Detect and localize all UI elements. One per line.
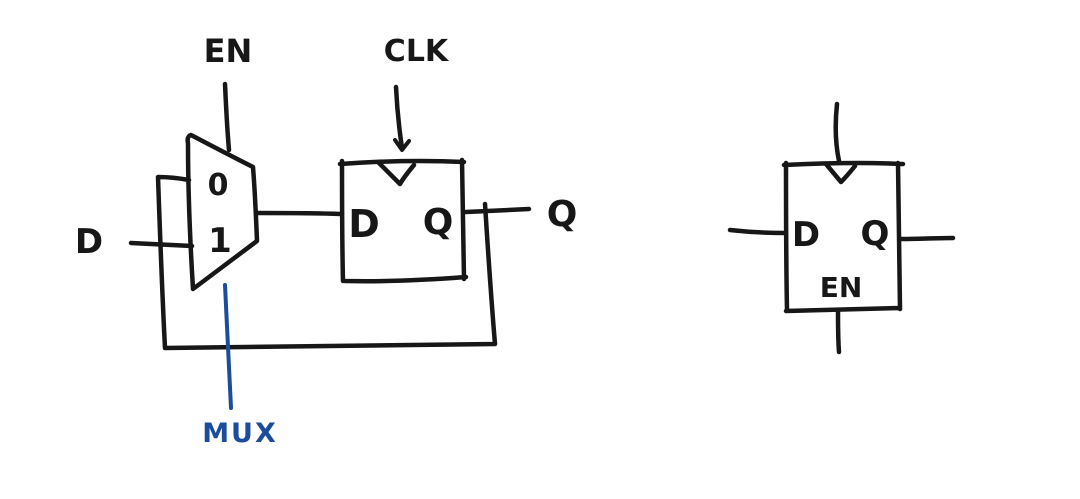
d-input-label: D [75,222,103,262]
right-circuit: D Q EN [727,101,956,355]
mux-annotation-pointer-line [223,283,233,410]
en-input-label: EN [204,32,253,70]
clock-edge-triangle-right-icon [823,161,858,185]
en-wire-right [835,308,842,355]
flipflop-box [337,157,469,284]
mux-output-wire [255,210,344,217]
q-output-wire [463,206,532,215]
mux-input1-label: 1 [208,221,232,261]
left-circuit: EN CLK 0 1 D D Q Q [75,32,577,449]
flipflop-en-q-label: Q [861,214,890,254]
flipflop-en-en-label: EN [820,271,863,304]
flipflop-en-box [781,160,906,314]
mux-shape [185,132,260,292]
flipflop-en-d-label: D [792,215,820,255]
en-select-wire [222,81,232,153]
mux-input0-label: 0 [208,168,229,203]
q-output-wire-right [897,235,956,242]
q-output-label: Q [547,194,578,235]
mux-annotation-label: MUX [202,418,278,449]
q-feedback-wire [155,174,498,351]
d-input-wire-right [727,227,788,236]
clk-wire [393,84,405,151]
clock-edge-triangle-icon [376,160,417,187]
flipflop-d-label: D [348,202,380,246]
clock-wire-right [833,101,842,164]
clk-arrowhead-icon [393,138,411,152]
flipflop-q-label: Q [423,202,454,243]
clk-input-label: CLK [384,34,450,69]
